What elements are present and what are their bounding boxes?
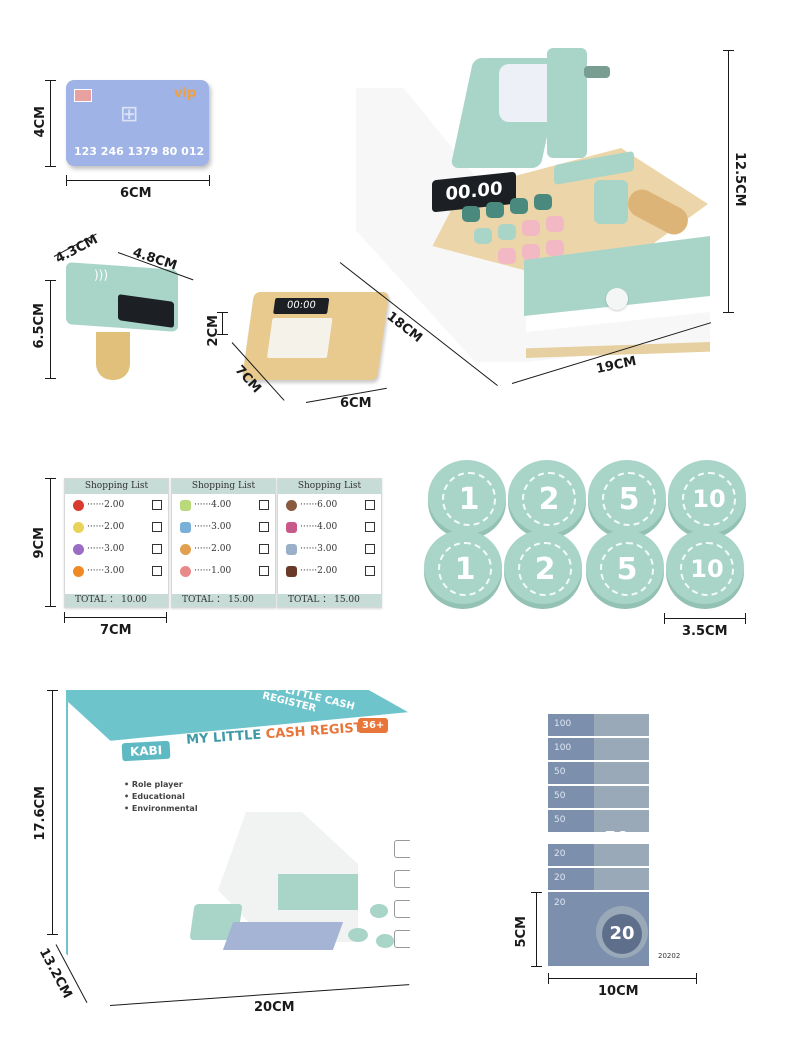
candy-icon <box>286 521 297 533</box>
checkbox <box>152 500 162 510</box>
banknote: 100 <box>548 738 696 760</box>
shopping-list-3: Shopping List ······6.00 ······4.00 ····… <box>277 478 382 608</box>
box-feature-3: • Environmental <box>124 804 198 813</box>
coin: 10 <box>668 460 746 534</box>
banknote: 50 <box>548 762 696 784</box>
scanner-height-label: 6.5CM <box>32 303 47 349</box>
card-height-label: 4CM <box>33 106 48 138</box>
box-front: KABI MY LITTLE CASH REGISTER 36+ • Role … <box>108 712 410 1002</box>
shopping-list-title: Shopping List <box>65 479 168 494</box>
checkbox <box>365 566 375 576</box>
checkbox <box>152 522 162 532</box>
crank-handle <box>584 66 610 78</box>
checkbox <box>259 522 269 532</box>
burger-icon <box>180 543 191 555</box>
checkbox <box>259 500 269 510</box>
bill-height-label: 5CM <box>514 916 529 948</box>
coin: 1 <box>424 530 502 604</box>
coin: 2 <box>508 460 586 534</box>
coin: 10 <box>666 530 744 604</box>
coin: 5 <box>586 530 664 604</box>
cash-register: 00.00 <box>354 48 720 370</box>
checkbox <box>365 522 375 532</box>
box-brand-logo: KABI <box>121 740 171 762</box>
vip-label: vip <box>174 86 197 101</box>
coin: 1 <box>428 460 506 534</box>
coin: 5 <box>588 460 666 534</box>
grape-icon <box>73 543 84 555</box>
bone-icon <box>180 565 191 577</box>
checkbox <box>259 544 269 554</box>
shopping-list-title: Shopping List <box>172 479 275 494</box>
box-width-label: 20CM <box>254 1000 295 1015</box>
shopping-total: TOTAL ： 15.00 <box>172 594 275 607</box>
can-icon <box>286 543 297 555</box>
drawer-knob <box>606 288 628 310</box>
scanner-handle <box>96 332 130 380</box>
shopping-list-2: Shopping List ······4.00 ······3.00 ····… <box>171 478 276 608</box>
card-width-label: 6CM <box>120 186 152 201</box>
bill-big-50: 50 <box>604 828 630 849</box>
box-feature-2: • Educational <box>124 792 185 801</box>
checkbox <box>259 566 269 576</box>
shopping-total: TOTAL ： 15.00 <box>278 594 381 607</box>
toothpaste-icon <box>180 521 191 533</box>
banknote: 50 <box>548 786 696 808</box>
pos-width-label: 6CM <box>340 396 372 411</box>
box-height-label: 17.6CM <box>33 786 48 841</box>
shopping-total: TOTAL ： 10.00 <box>65 594 168 607</box>
register-keypad <box>454 194 584 288</box>
pos-height-label: 2CM <box>206 315 221 347</box>
shopping-width-label: 7CM <box>100 623 132 638</box>
scanner: ))) <box>66 262 178 346</box>
coin-size-label: 3.5CM <box>682 624 728 639</box>
shopping-list-1: Shopping List ······2.00 ······2.00 ····… <box>64 478 169 608</box>
age-badge: 36+ <box>358 718 389 733</box>
chip-icon <box>74 89 92 102</box>
apple-icon <box>73 499 84 511</box>
banknote: 20 <box>548 868 696 890</box>
checkbox <box>365 500 375 510</box>
bottle-icon <box>180 499 191 511</box>
muffin-icon <box>286 499 297 511</box>
coin: 2 <box>504 530 582 604</box>
banknote-front: 20 20 20202 <box>548 892 696 966</box>
register-height-label: 12.5CM <box>732 152 747 207</box>
pos-screen: 00:00 <box>273 298 330 314</box>
product-box: MY LITTLE CASH REGISTER KABI MY LITTLE C… <box>66 680 410 1002</box>
checkbox <box>365 544 375 554</box>
banknote: 50 <box>548 810 696 832</box>
shopping-list-title: Shopping List <box>278 479 381 494</box>
box-feature-1: • Role player <box>124 780 183 789</box>
cake-icon <box>286 565 297 577</box>
bill-big-20: 20 <box>602 914 642 954</box>
checkbox <box>152 544 162 554</box>
banknote: 20 <box>548 844 696 866</box>
wireless-icon: ))) <box>94 268 109 282</box>
banknote: 100 <box>548 714 696 736</box>
orange-icon <box>73 565 84 577</box>
scanner-w1-label: 4.3CM <box>53 232 101 267</box>
lemon-icon <box>73 521 84 533</box>
bill-serial: 20202 <box>658 952 681 960</box>
bill-width-label: 10CM <box>598 984 639 999</box>
card-number: 123 246 1379 80 012 <box>74 145 205 158</box>
shopping-height-label: 9CM <box>32 527 47 559</box>
vip-card: vip ⊞ 123 246 1379 80 012 <box>66 80 209 166</box>
cart-icon: ⊞ <box>120 102 139 127</box>
checkbox <box>152 566 162 576</box>
